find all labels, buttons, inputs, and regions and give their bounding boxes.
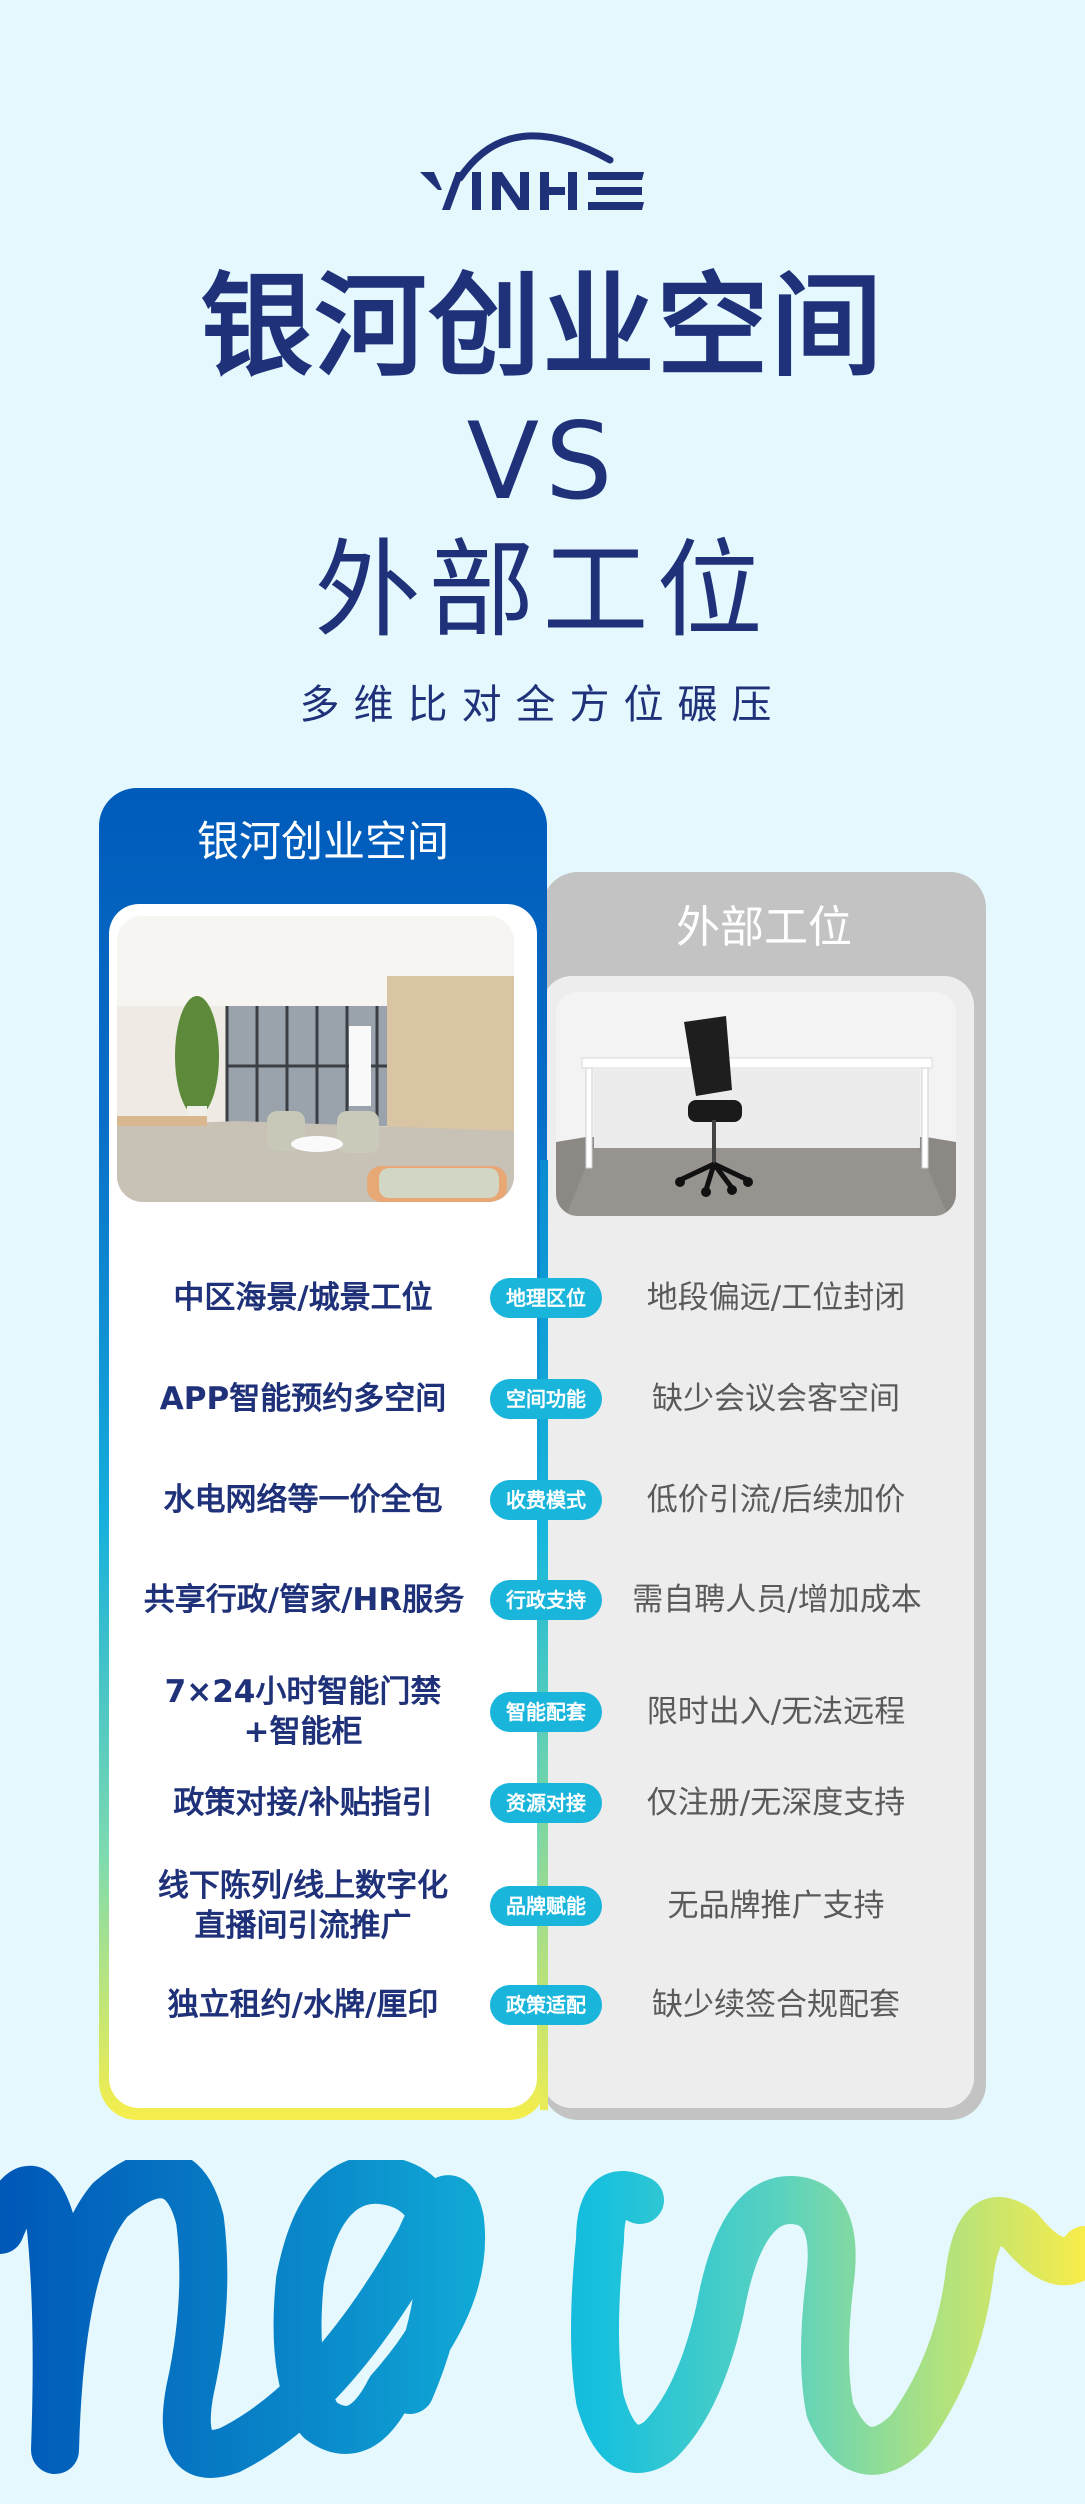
yinhe-advantage: 7×24小时智能门禁 +智能柜 [164, 1674, 442, 1750]
external-drawback: 无品牌推广支持 [667, 1888, 885, 1924]
yinhe-space-card: 银河创业空间 [99, 788, 547, 2120]
yinhe-advantage: 政策对接/补贴指引 [173, 1785, 433, 1821]
external-drawback: 缺少续签合规配套 [652, 1987, 900, 2023]
new-script-decoration [0, 2150, 1085, 2500]
external-drawback: 地段偏远/工位封闭 [646, 1280, 906, 1316]
yinhe-card-title: 银河创业空间 [196, 817, 449, 866]
category-badge: 智能配套 [490, 1692, 602, 1732]
empty-desk-photo [556, 992, 956, 1216]
yinhe-advantage: 中区海景/城景工位 [173, 1280, 433, 1316]
external-card-title: 外部工位 [676, 902, 852, 953]
external-drawback: 缺少会议会客空间 [652, 1381, 900, 1417]
comparison-row: 水电网络等一价全包 收费模式 低价引流/后续加价 [0, 1460, 1085, 1540]
comparison-row: 共享行政/管家/HR服务 行政支持 需自聘人员/增加成本 [0, 1560, 1085, 1640]
comparison-row: 独立租约/水牌/厘印 政策适配 缺少续签合规配套 [0, 1965, 1085, 2045]
yinhe-advantage: 共享行政/管家/HR服务 [143, 1582, 465, 1618]
category-badge: 政策适配 [490, 1985, 602, 2025]
external-drawback: 需自聘人员/增加成本 [632, 1582, 922, 1618]
hero-title: 银河创业空间 [200, 262, 885, 392]
comparison-row: 中区海景/城景工位 地理区位 地段偏远/工位封闭 [0, 1258, 1085, 1338]
yinhe-advantage: 独立租约/水牌/厘印 [167, 1987, 439, 2023]
external-card-body [542, 976, 974, 2108]
office-lounge-photo [117, 916, 514, 1202]
hero-vs: VS [466, 400, 619, 523]
comparison-divider [540, 1160, 548, 2110]
yinhe-advantage: 线下陈列/线上数字化 直播间引流推广 [157, 1868, 449, 1944]
yinhe-advantage: 水电网络等一价全包 [163, 1482, 443, 1518]
yinhe-card-body [109, 904, 537, 2108]
category-badge: 品牌赋能 [490, 1886, 602, 1926]
category-badge: 资源对接 [490, 1783, 602, 1823]
hero-opponent: 外部工位 [314, 529, 771, 652]
comparison-row: APP智能预约多空间 空间功能 缺少会议会客空间 [0, 1359, 1085, 1439]
hero-tagline: 多维比对全方位碾压 [299, 682, 786, 728]
category-badge: 收费模式 [490, 1480, 602, 1520]
external-drawback: 低价引流/后续加价 [646, 1482, 906, 1518]
external-drawback: 仅注册/无深度支持 [646, 1785, 906, 1821]
yinhe-logo-icon [420, 132, 644, 210]
external-workstation-card: 外部工位 [542, 872, 986, 2120]
external-drawback: 限时出入/无法远程 [646, 1694, 906, 1730]
comparison-row: 7×24小时智能门禁 +智能柜 智能配套 限时出入/无法远程 [0, 1662, 1085, 1762]
comparison-row: 线下陈列/线上数字化 直播间引流推广 品牌赋能 无品牌推广支持 [0, 1856, 1085, 1956]
category-badge: 空间功能 [490, 1379, 602, 1419]
yinhe-advantage: APP智能预约多空间 [159, 1381, 447, 1417]
comparison-row: 政策对接/补贴指引 资源对接 仅注册/无深度支持 [0, 1763, 1085, 1843]
category-badge: 地理区位 [490, 1278, 602, 1318]
category-badge: 行政支持 [490, 1580, 602, 1620]
yinhe-logo [420, 112, 666, 212]
